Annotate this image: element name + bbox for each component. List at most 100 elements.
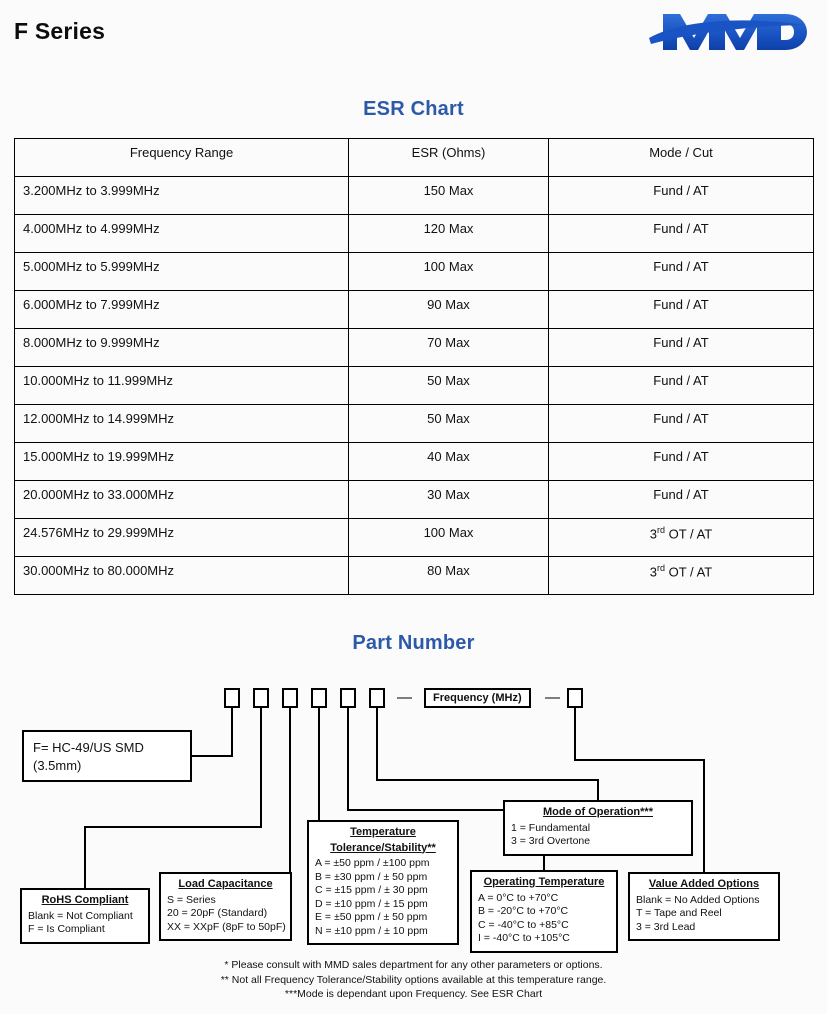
temperature-title-line-2: Tolerance/Stability** xyxy=(330,841,436,854)
cell-esr: 90 Max xyxy=(348,290,549,329)
cell-esr: 50 Max xyxy=(348,366,549,405)
code-box-4[interactable] xyxy=(311,688,327,708)
cell-esr: 150 Max xyxy=(348,176,549,215)
column-header-frequency: Frequency Range xyxy=(14,138,349,177)
cell-mode-cut: Fund / AT xyxy=(548,480,814,519)
form-line-2: (3.5mm) xyxy=(33,758,82,773)
cell-mode-cut: Fund / AT xyxy=(548,404,814,443)
mode-of-operation-title: Mode of Operation*** xyxy=(542,806,653,818)
cell-esr: 50 Max xyxy=(348,404,549,443)
cell-frequency-range: 15.000MHz to 19.999MHz xyxy=(14,442,349,481)
operating-temperature-title: Operating Temperature xyxy=(483,876,605,888)
option-line: 3 = 3rd Lead xyxy=(636,920,696,933)
code-box-5[interactable] xyxy=(340,688,356,708)
option-line: I = -40°C to +105°C xyxy=(478,932,570,944)
code-box-6[interactable] xyxy=(369,688,385,708)
cell-mode-cut: Fund / AT xyxy=(548,290,814,329)
cell-esr: 40 Max xyxy=(348,442,549,481)
cell-esr: 30 Max xyxy=(348,480,549,519)
option-line: N = ±10 ppm / ± 10 ppm xyxy=(315,924,428,937)
option-line: A = 0°C to +70°C xyxy=(478,891,559,904)
ordinal-suffix: rd xyxy=(657,563,666,573)
page-header: F Series xyxy=(0,0,827,70)
cell-mode-cut: Fund / AT xyxy=(548,176,814,215)
callout-value-added-options: Value Added Options Blank = No Added Opt… xyxy=(628,872,780,941)
cell-frequency-range: 8.000MHz to 9.999MHz xyxy=(14,328,349,367)
callout-form: F= HC-49/US SMD (3.5mm) xyxy=(22,730,192,782)
cell-frequency-range: 30.000MHz to 80.000MHz xyxy=(14,556,349,595)
cell-frequency-range: 6.000MHz to 7.999MHz xyxy=(14,290,349,329)
part-number-heading: Part Number xyxy=(352,632,475,654)
temperature-title-line-1: Temperature xyxy=(350,826,416,838)
cell-mode-cut: 3rd OT / AT xyxy=(548,556,814,595)
dash-separator-2: — xyxy=(545,689,560,706)
code-box-1[interactable] xyxy=(224,688,240,708)
esr-chart-heading: ESR Chart xyxy=(363,98,464,120)
cell-esr: 70 Max xyxy=(348,328,549,367)
cell-frequency-range: 3.200MHz to 3.999MHz xyxy=(14,176,349,215)
option-line: B = -20°C to +70°C xyxy=(478,905,569,917)
table-header-row: Frequency Range ESR (Ohms) Mode / Cut xyxy=(14,138,814,177)
option-line: D = ±10 ppm / ± 15 ppm xyxy=(315,897,428,910)
option-line: E = ±50 ppm / ± 50 ppm xyxy=(315,911,428,923)
cell-mode-cut: Fund / AT xyxy=(548,214,814,253)
option-line: 1 = Fundamental xyxy=(511,821,591,834)
cell-esr: 80 Max xyxy=(348,556,549,595)
code-box-value-added[interactable] xyxy=(567,688,583,708)
value-added-options-title: Value Added Options xyxy=(648,878,760,890)
column-header-mode: Mode / Cut xyxy=(548,138,814,177)
page-title: F Series xyxy=(14,18,106,44)
cell-mode-cut: Fund / AT xyxy=(548,328,814,367)
option-line: S = Series xyxy=(167,893,216,906)
cell-frequency-range: 5.000MHz to 5.999MHz xyxy=(14,252,349,291)
frequency-field-box[interactable]: Frequency (MHz) xyxy=(424,688,531,708)
cell-esr: 100 Max xyxy=(348,252,549,291)
cell-frequency-range: 20.000MHz to 33.000MHz xyxy=(14,480,349,519)
esr-table: Frequency Range ESR (Ohms) Mode / Cut 3.… xyxy=(14,138,814,595)
cell-frequency-range: 24.576MHz to 29.999MHz xyxy=(14,518,349,557)
option-line: F = Is Compliant xyxy=(28,923,105,935)
option-line: A = ±50 ppm / ±100 ppm xyxy=(315,857,430,869)
form-line-1: F= HC-49/US SMD xyxy=(33,740,144,755)
dash-separator-1: — xyxy=(397,689,412,706)
cell-mode-cut: 3rd OT / AT xyxy=(548,518,814,557)
option-line: C = ±15 ppm / ± 30 ppm xyxy=(315,884,428,896)
code-box-2[interactable] xyxy=(253,688,269,708)
esr-table-container: Frequency Range ESR (Ohms) Mode / Cut 3.… xyxy=(14,138,814,595)
option-line: B = ±30 ppm / ± 50 ppm xyxy=(315,870,428,883)
cell-mode-cut: Fund / AT xyxy=(548,366,814,405)
option-line: 3 = 3rd Overtone xyxy=(511,835,591,847)
option-line: XX = XXpF (8pF to 50pF) xyxy=(167,920,286,933)
cell-frequency-range: 12.000MHz to 14.999MHz xyxy=(14,404,349,443)
footnote-line: ***Mode is dependant upon Frequency. See… xyxy=(284,988,543,1000)
option-line: 20 = 20pF (Standard) xyxy=(167,907,268,919)
part-number-diagram: — Frequency (MHz) — F= HC-49/US SMD (3.5… xyxy=(0,660,827,1014)
code-box-3[interactable] xyxy=(282,688,298,708)
column-header-esr: ESR (Ohms) xyxy=(348,138,549,177)
option-line: Blank = Not Compliant xyxy=(28,909,133,922)
option-line: T = Tape and Reel xyxy=(636,907,722,919)
ordinal-suffix: rd xyxy=(657,525,666,535)
footnotes: * Please consult with MMD sales departme… xyxy=(0,958,827,1002)
cell-mode-cut: Fund / AT xyxy=(548,252,814,291)
cell-mode-cut: Fund / AT xyxy=(548,442,814,481)
option-line: Blank = No Added Options xyxy=(636,893,760,906)
